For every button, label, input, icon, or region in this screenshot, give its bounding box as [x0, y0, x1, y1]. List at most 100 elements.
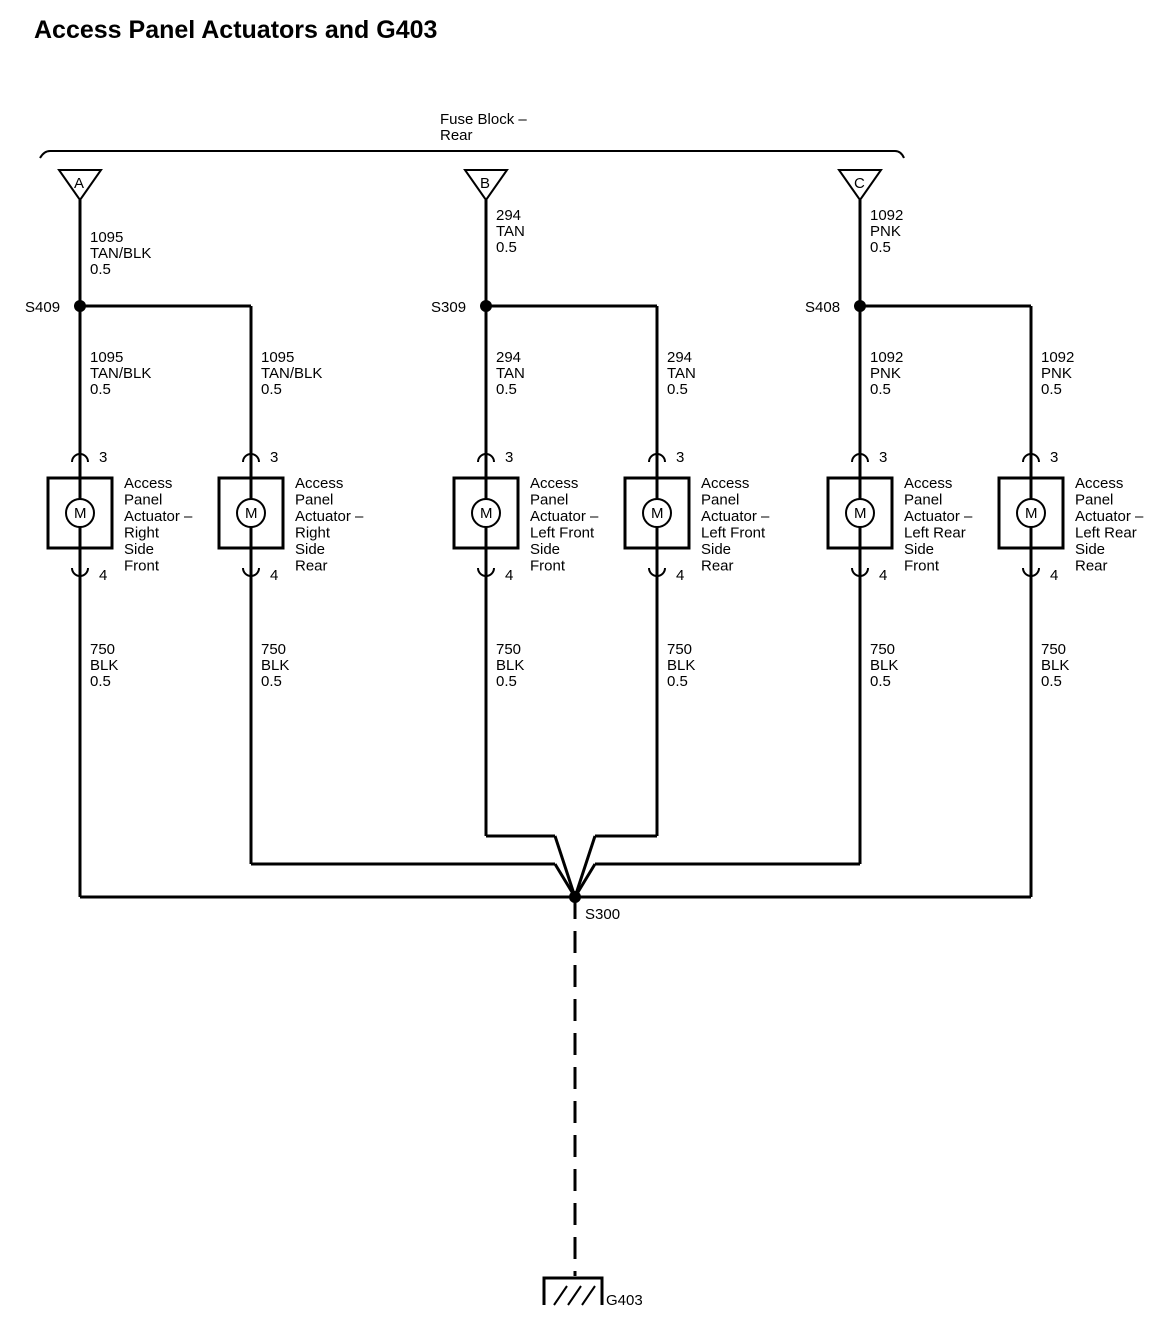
ground-wire-label-color: BLK	[496, 657, 524, 674]
connector-pin-4-icon	[851, 567, 869, 577]
pin-top-number: 3	[1050, 449, 1058, 466]
motor-letter: M	[651, 505, 664, 522]
ground-wire-label-circuit: 750	[667, 641, 692, 658]
actuator-label-line: Access	[530, 475, 578, 492]
actuator-label-line: Side	[124, 541, 154, 558]
ground-wire-label-color: BLK	[261, 657, 289, 674]
motor-icon	[642, 498, 672, 528]
feed-wire-label-size: 0.5	[261, 381, 282, 398]
motor-letter: M	[74, 505, 87, 522]
connector-pin-3-icon	[477, 453, 495, 463]
motor-letter: M	[245, 505, 258, 522]
fuse-feed-label-color: TAN/BLK	[90, 245, 151, 262]
motor-icon	[1016, 498, 1046, 528]
feed-wire-label-color: TAN	[496, 365, 525, 382]
connector-pin-3-icon	[242, 453, 260, 463]
feed-wire-label-circuit: 1095	[90, 349, 123, 366]
actuator-label-line: Rear	[295, 558, 328, 575]
fuse-terminal-letter: C	[854, 175, 865, 192]
ground-wire-label-color: BLK	[667, 657, 695, 674]
actuator-label-line: Panel	[701, 492, 739, 509]
actuator-label-line: Left Front	[530, 525, 595, 542]
motor-icon	[471, 498, 501, 528]
splice-dot-icon	[74, 300, 86, 312]
actuator-box	[623, 476, 691, 550]
actuator-label-line: Rear	[701, 558, 734, 575]
pin-bottom-number: 4	[1050, 567, 1058, 584]
actuator-label-line: Left Rear	[1075, 525, 1137, 542]
pin-top-number: 3	[99, 449, 107, 466]
actuator-label-line: Panel	[1075, 492, 1113, 509]
actuator-label-line: Panel	[530, 492, 568, 509]
actuator-label-line: Side	[904, 541, 934, 558]
actuator-label-line: Left Front	[701, 525, 766, 542]
actuator-label-line: Right	[124, 525, 160, 542]
actuator-label-line: Right	[295, 525, 331, 542]
ground-wire-label-circuit: 750	[496, 641, 521, 658]
wire-group	[78, 200, 1033, 1276]
actuator-label-line: Actuator –	[904, 508, 973, 525]
feed-wire-label-color: TAN/BLK	[261, 365, 322, 382]
actuator-box	[46, 476, 114, 550]
splice-dot-icon	[854, 300, 866, 312]
actuator-label-line: Actuator –	[701, 508, 770, 525]
ground-point-label: G403	[606, 1292, 643, 1309]
motor-icon	[845, 498, 875, 528]
pin-bottom-number: 4	[879, 567, 887, 584]
feed-wire-label-circuit: 1095	[261, 349, 294, 366]
actuator-label-line: Left Rear	[904, 525, 966, 542]
feed-wire-label-size: 0.5	[496, 381, 517, 398]
connector-pin-3-icon	[851, 453, 869, 463]
feed-wire-label-size: 0.5	[1041, 381, 1062, 398]
actuator-label-line: Actuator –	[1075, 508, 1144, 525]
actuator-label-line: Side	[295, 541, 325, 558]
fuse-feed-label-circuit: 1095	[90, 229, 123, 246]
fuse-terminal-c-icon	[837, 169, 883, 202]
connector-pin-4-icon	[242, 567, 260, 577]
pin-bottom-number: 4	[99, 567, 107, 584]
motor-letter: M	[854, 505, 867, 522]
ground-wire-label-circuit: 750	[1041, 641, 1066, 658]
ground-wire-label-color: BLK	[870, 657, 898, 674]
fuse-block-label-line1: Fuse Block –	[440, 111, 527, 128]
feed-wire-label-color: TAN/BLK	[90, 365, 151, 382]
feed-wire-label-size: 0.5	[667, 381, 688, 398]
ground-wire-label-circuit: 750	[90, 641, 115, 658]
ground-wire-label-circuit: 750	[870, 641, 895, 658]
feed-wire-label-circuit: 294	[667, 349, 692, 366]
ground-bus-wire	[553, 835, 577, 898]
pin-top-number: 3	[505, 449, 513, 466]
fuse-feed-label-color: PNK	[870, 223, 901, 240]
fuse-feed-label-circuit: 1092	[870, 207, 903, 224]
ground-wire-label-size: 0.5	[261, 673, 282, 690]
ground-hatch-icon	[553, 1285, 596, 1306]
ground-symbol-icon	[542, 1276, 604, 1305]
actuator-box	[452, 476, 520, 550]
actuator-label-line: Access	[124, 475, 172, 492]
splice-dot-icon	[480, 300, 492, 312]
pin-top-number: 3	[270, 449, 278, 466]
actuator-label-line: Front	[530, 558, 566, 575]
fuse-feed-label-circuit: 294	[496, 207, 521, 224]
feed-wire-label-size: 0.5	[870, 381, 891, 398]
ground-bus-wire	[573, 835, 597, 898]
fuse-feed-label-size: 0.5	[496, 239, 517, 256]
diagram-title: Access Panel Actuators and G403	[34, 16, 437, 44]
ground-wire-label-color: BLK	[1041, 657, 1069, 674]
pin-bottom-number: 4	[505, 567, 513, 584]
pin-bottom-number: 4	[676, 567, 684, 584]
ground-wire-label-size: 0.5	[1041, 673, 1062, 690]
connector-pin-4-icon	[477, 567, 495, 577]
feed-wire-label-color: TAN	[667, 365, 696, 382]
actuator-label-line: Actuator –	[124, 508, 193, 525]
feed-wire-label-circuit: 1092	[870, 349, 903, 366]
actuator-label-line: Panel	[295, 492, 333, 509]
actuator-label-line: Access	[701, 475, 749, 492]
motor-icon	[236, 498, 266, 528]
actuator-label-line: Actuator –	[530, 508, 599, 525]
actuator-box	[217, 476, 285, 550]
pin-top-number: 3	[879, 449, 887, 466]
connector-pin-4-icon	[71, 567, 89, 577]
